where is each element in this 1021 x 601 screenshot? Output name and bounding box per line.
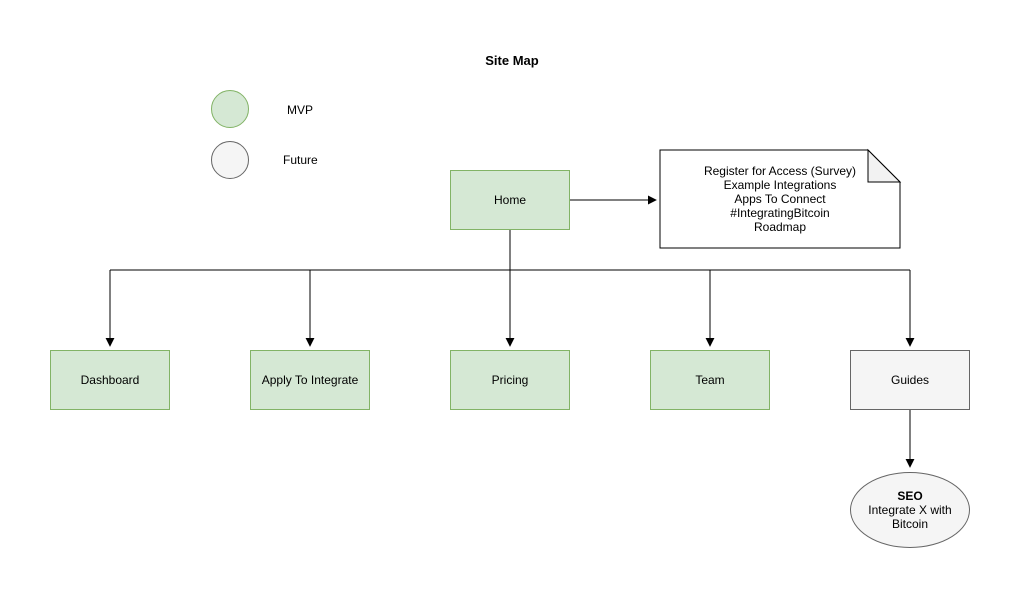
legend-swatch-mvp xyxy=(211,90,249,128)
node-pricing: Pricing xyxy=(450,350,570,410)
note-line: Register for Access (Survey) xyxy=(703,164,857,178)
node-home-label: Home xyxy=(493,193,526,207)
legend-swatch-future xyxy=(211,141,249,179)
node-seo: SEO Integrate X with Bitcoin xyxy=(850,472,970,548)
node-guides: Guides xyxy=(850,350,970,410)
node-apply-to-integrate: Apply To Integrate xyxy=(250,350,370,410)
node-pricing-label: Pricing xyxy=(491,373,529,387)
node-team: Team xyxy=(650,350,770,410)
legend-label-mvp: MVP xyxy=(287,103,314,117)
node-apply-to-integrate-label: Apply To Integrate xyxy=(261,373,359,387)
note-fold-corner xyxy=(867,148,902,183)
node-team-label: Team xyxy=(695,373,725,387)
node-home: Home xyxy=(450,170,570,230)
legend-label-future: Future xyxy=(283,153,318,167)
node-guides-label: Guides xyxy=(890,373,930,387)
note-shape xyxy=(659,149,901,249)
note-line: #IntegratingBitcoin xyxy=(730,206,830,220)
node-dashboard: Dashboard xyxy=(50,350,170,410)
note-line: Roadmap xyxy=(753,220,807,234)
node-seo-subtitle: Integrate X with Bitcoin xyxy=(868,503,952,531)
note-line: Example Integrations xyxy=(723,178,837,192)
node-dashboard-label: Dashboard xyxy=(80,373,140,387)
note-line: Apps To Connect xyxy=(734,192,826,206)
page-title: Site Map xyxy=(485,53,539,68)
home-note: Register for Access (Survey) Example Int… xyxy=(660,150,900,248)
node-seo-title: SEO xyxy=(897,489,923,503)
